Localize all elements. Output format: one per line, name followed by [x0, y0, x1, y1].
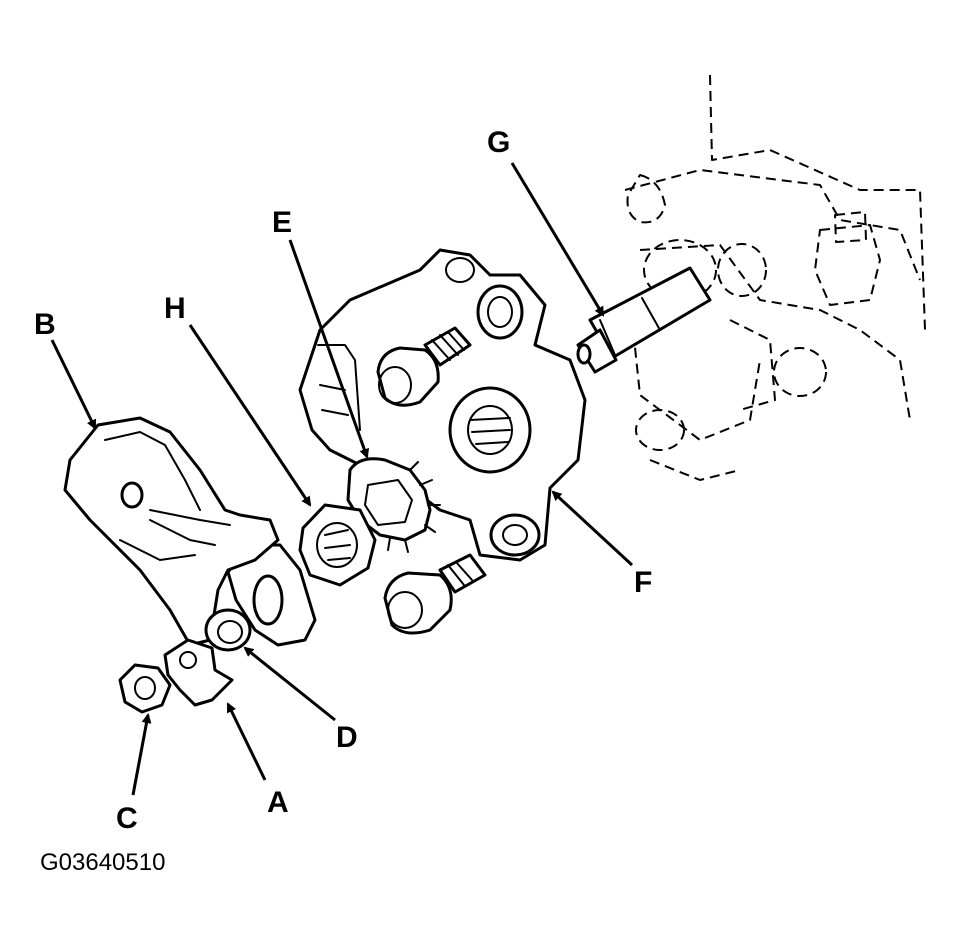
label-d: D — [336, 721, 358, 754]
transmission-housing — [624, 74, 926, 481]
leader-a — [226, 702, 267, 781]
leader-c — [131, 713, 152, 796]
label-f: F — [634, 566, 652, 599]
position-switch-body — [298, 248, 587, 562]
small-nut — [118, 663, 172, 714]
upper-bolt — [376, 326, 472, 407]
leader-lines — [50, 162, 634, 796]
shift-shaft — [576, 266, 712, 374]
leader-d — [243, 646, 336, 722]
control-lever — [63, 416, 280, 647]
leader-e — [288, 239, 370, 459]
leader-f — [551, 490, 634, 567]
lock-washer — [346, 457, 441, 553]
leader-b — [50, 339, 97, 430]
leader-g — [510, 162, 605, 317]
leader-h — [188, 324, 312, 507]
lever-plate — [226, 543, 317, 647]
label-c: C — [116, 802, 138, 835]
label-h: H — [164, 292, 186, 325]
nut — [298, 503, 377, 587]
label-a: A — [267, 786, 289, 819]
lower-bolt — [383, 553, 487, 635]
label-b: B — [34, 308, 56, 341]
spacer-ring — [204, 608, 252, 652]
label-e: E — [272, 206, 292, 239]
bracket — [163, 638, 234, 707]
label-g: G — [487, 126, 510, 159]
figure-code: G03640510 — [40, 849, 165, 876]
